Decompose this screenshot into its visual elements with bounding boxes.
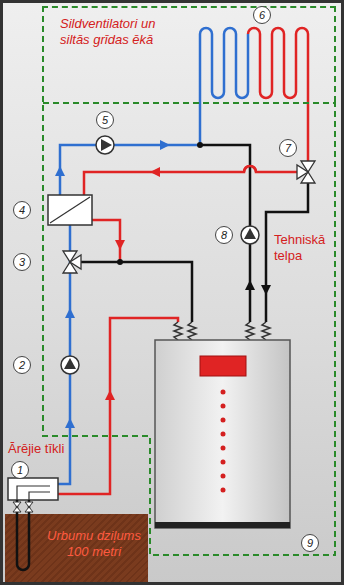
unit-display [200, 356, 246, 376]
flow-arrow [261, 285, 271, 295]
callout-circle: 5 [96, 111, 114, 129]
connection-coils [174, 322, 270, 340]
pipe-crossing [244, 166, 256, 172]
zone-title: Sildventilatori un siltās grīdas ēkā [60, 16, 160, 48]
indicator-dot [221, 488, 226, 493]
pump-symbol [241, 226, 259, 244]
flow-arrow [65, 308, 75, 318]
callout-number: 8 [221, 230, 227, 241]
callout-number: 2 [19, 360, 25, 371]
borehole-ground: Urbumu dziļums 100 metri [5, 514, 148, 582]
flow-arrow [245, 280, 255, 290]
heat-pump-unit [155, 340, 290, 528]
flow-arrow [65, 418, 75, 428]
floor-coil-red [248, 28, 308, 162]
building-zone: Sildventilatori un siltās grīdas ēkā [42, 6, 336, 102]
indicator-dot [221, 460, 226, 465]
unit-base [155, 522, 290, 528]
indicator-dot [221, 432, 226, 437]
u-pipe [17, 514, 29, 570]
manifold-inner [17, 486, 50, 500]
junction-dot [117, 259, 123, 265]
callout-number: 6 [259, 10, 265, 21]
three-way-valve [297, 161, 315, 183]
callout-number: 4 [19, 205, 25, 216]
black-pipe [80, 262, 192, 322]
red-pipe [84, 166, 298, 195]
junction-dot [197, 142, 203, 148]
pump-arrow [101, 139, 112, 151]
pump-arrow [64, 358, 76, 369]
valve-body [13, 507, 21, 512]
valve-body [70, 255, 81, 269]
zone-title: Urbumu dziļums 100 metri [45, 528, 143, 560]
valve-body [297, 165, 308, 179]
heat-exchanger [48, 195, 92, 225]
callout-number: 7 [285, 143, 291, 154]
callout-number: 1 [17, 465, 23, 476]
callout-circle: 3 [13, 253, 31, 271]
pump-symbol [61, 356, 79, 374]
flow-arrow [115, 240, 125, 250]
callout-circle: 4 [13, 201, 31, 219]
black-pipes [80, 145, 308, 322]
connection-coil [174, 322, 182, 340]
indicator-dot [221, 404, 226, 409]
callout-circle: 1 [11, 461, 29, 479]
flow-arrow [150, 167, 160, 177]
callout-number: 9 [307, 538, 313, 549]
technical-room-zone: Tehniskā telpa [42, 102, 336, 556]
indicator-dot [221, 474, 226, 479]
floor-coil-blue [200, 28, 248, 145]
valve-body [25, 507, 33, 512]
pump-symbol [96, 136, 114, 154]
zone-title: Tehniskā telpa [274, 232, 334, 264]
flow-arrow [105, 390, 115, 400]
pump-symbols [61, 136, 259, 374]
indicator-dot [221, 390, 226, 395]
flow-arrow [160, 140, 170, 150]
connection-coil [246, 322, 254, 340]
callout-circle: 2 [13, 356, 31, 374]
callout-circle: 8 [215, 226, 233, 244]
pump-arrow [244, 228, 256, 239]
callout-circle: 7 [279, 139, 297, 157]
connection-coil [262, 322, 270, 340]
zone-outline [42, 102, 336, 556]
indicator-dot [221, 418, 226, 423]
callout-circle: 9 [301, 534, 319, 552]
unit-indicators [221, 390, 226, 493]
dashed-border [43, 103, 335, 555]
callout-number: 5 [102, 115, 108, 126]
area-label: Ārējie tīkli [8, 441, 64, 457]
flow-arrow [55, 166, 65, 176]
callout-number: 3 [19, 257, 25, 268]
three-way-valve [63, 251, 81, 273]
shutoff-valves [13, 502, 33, 512]
connection-coil [188, 322, 196, 340]
callout-circle: 6 [253, 6, 271, 24]
blue-pipe [60, 145, 200, 195]
heat-exchanger-plate [50, 197, 90, 223]
indicator-dot [221, 446, 226, 451]
manifold-box [8, 478, 58, 500]
